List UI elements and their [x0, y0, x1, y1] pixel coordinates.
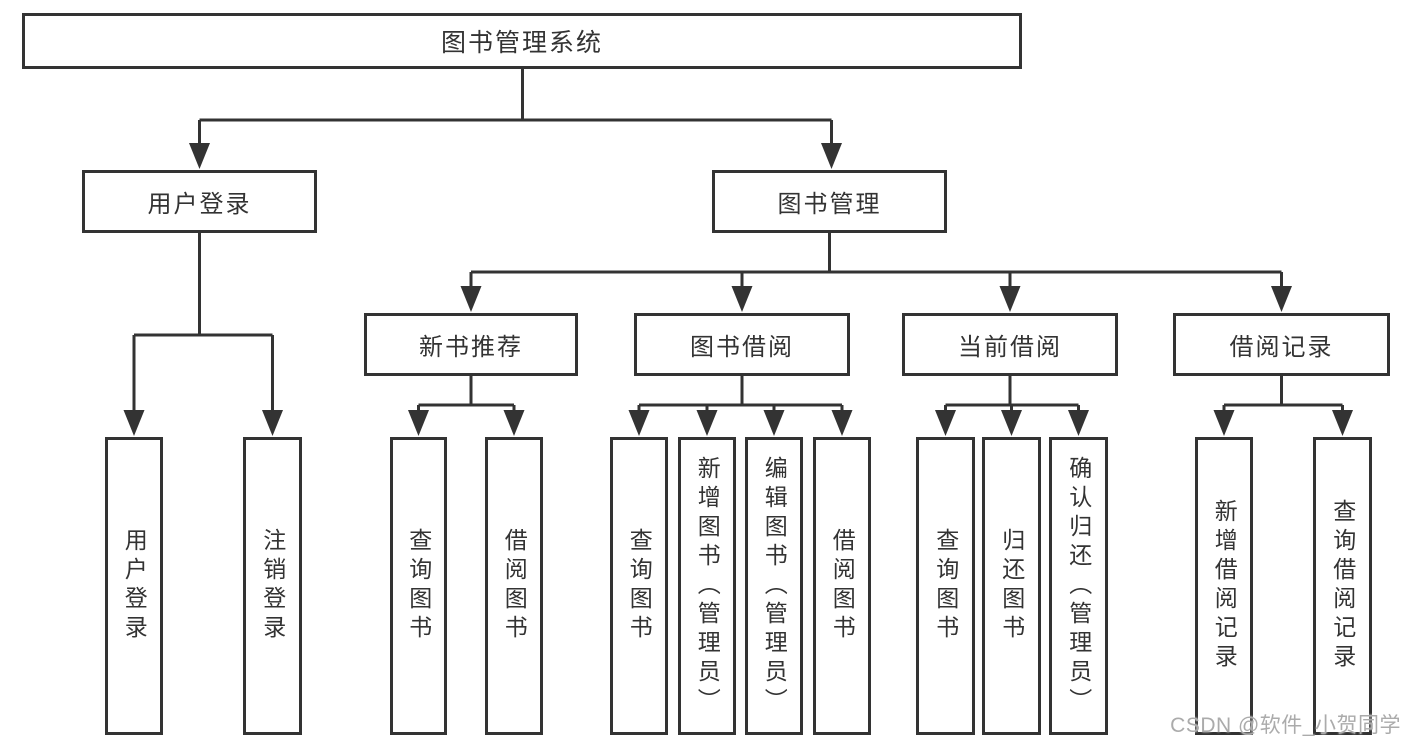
leaf-logout: 注销登录: [243, 437, 302, 735]
leaf-borrow-books-label: 借阅图书: [829, 528, 856, 644]
watermark: CSDN @软件_小贺同学: [1170, 714, 1401, 737]
leaf-user-login: 用户登录: [105, 437, 163, 735]
node-user-login: 用户登录: [82, 170, 317, 233]
node-book-borrowing-label: 图书借阅: [690, 334, 794, 361]
leaf-query-books-recommend: 查询图书: [390, 437, 447, 735]
leaf-add-borrow-record-label: 新增借阅记录: [1211, 499, 1238, 673]
leaf-query-books-borrowing-label: 查询图书: [626, 528, 653, 644]
leaf-add-books-admin-label: 新增图书（管理员）: [694, 455, 721, 717]
leaf-borrow-books: 借阅图书: [813, 437, 871, 735]
connector-records: [1222, 376, 1344, 412]
node-library-system-label: 图书管理系统: [440, 29, 603, 57]
node-book-management: 图书管理: [712, 170, 947, 233]
node-borrow-records-label: 借阅记录: [1229, 334, 1334, 361]
leaf-edit-books-admin: 编辑图书（管理员）: [745, 437, 803, 735]
leaf-borrow-books-recommend-label: 借阅图书: [501, 528, 528, 644]
leaf-query-books-current-label: 查询图书: [932, 528, 959, 644]
leaf-add-books-admin: 新增图书（管理员）: [678, 437, 736, 735]
node-book-borrowing: 图书借阅: [634, 313, 850, 376]
leaf-user-login-label: 用户登录: [121, 528, 148, 644]
node-new-book-recommend: 新书推荐: [364, 313, 578, 376]
leaf-confirm-return-admin: 确认归还（管理员）: [1049, 437, 1108, 735]
connector-book-mgmt: [469, 233, 1283, 288]
leaf-edit-books-admin-label: 编辑图书（管理员）: [761, 455, 788, 717]
leaf-return-books: 归还图书: [982, 437, 1041, 735]
leaf-query-books-current: 查询图书: [916, 437, 975, 735]
node-library-system: 图书管理系统: [22, 13, 1022, 69]
node-user-login-label: 用户登录: [147, 191, 252, 218]
leaf-query-books-recommend-label: 查询图书: [405, 528, 432, 644]
leaf-confirm-return-admin-label: 确认归还（管理员）: [1065, 455, 1092, 717]
leaf-return-books-label: 归还图书: [998, 528, 1025, 644]
node-borrow-records: 借阅记录: [1173, 313, 1390, 376]
leaf-borrow-books-recommend: 借阅图书: [485, 437, 543, 735]
leaf-query-borrow-record-label: 查询借阅记录: [1329, 499, 1356, 673]
node-book-management-label: 图书管理: [777, 191, 882, 218]
connector-root: [198, 69, 833, 144]
connector-new-books: [417, 376, 516, 412]
leaf-add-borrow-record: 新增借阅记录: [1195, 437, 1253, 735]
leaf-query-borrow-record: 查询借阅记录: [1313, 437, 1372, 735]
node-new-book-recommend-label: 新书推荐: [419, 334, 523, 361]
node-current-borrowing-label: 当前借阅: [958, 334, 1062, 361]
leaf-query-books-borrowing: 查询图书: [610, 437, 668, 735]
connector-user-login: [132, 233, 274, 412]
node-current-borrowing: 当前借阅: [902, 313, 1118, 376]
connector-borrowing: [637, 376, 844, 412]
leaf-logout-label: 注销登录: [259, 528, 286, 644]
connector-current: [944, 376, 1080, 412]
